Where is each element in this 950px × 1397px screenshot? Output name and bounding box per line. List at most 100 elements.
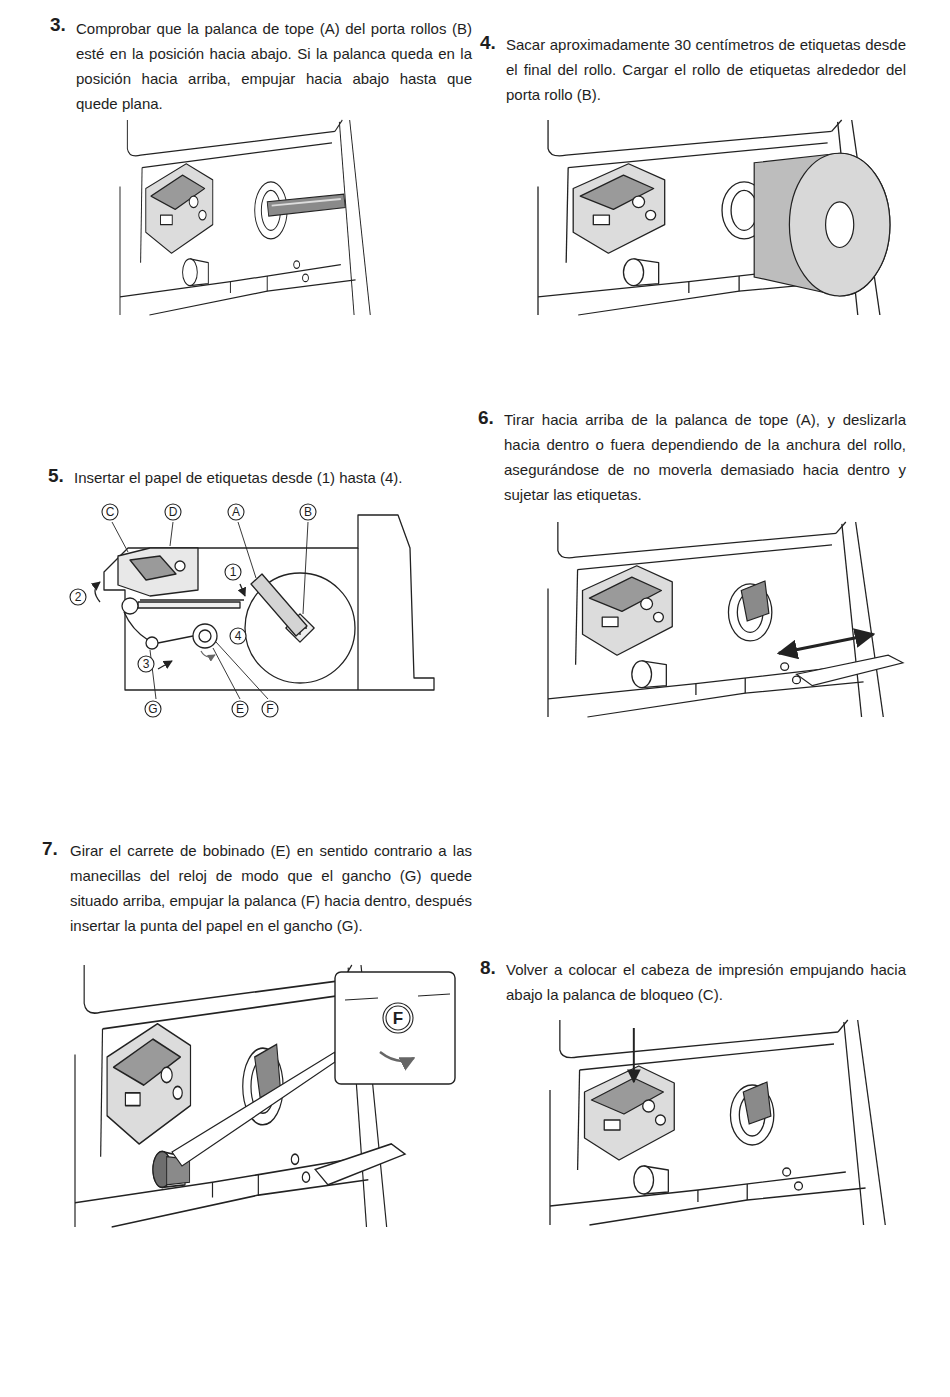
callout-circle: F xyxy=(261,700,279,718)
callout-circle: 1 xyxy=(224,563,242,581)
side-view-diagram-part xyxy=(357,548,358,690)
side-view-diagram-part xyxy=(245,573,355,683)
side-view-diagram xyxy=(95,515,434,699)
callout-circle: D xyxy=(164,503,182,521)
callout-letter: 3 xyxy=(143,658,150,671)
callout-letter: A xyxy=(232,506,240,519)
printer-illustration-part xyxy=(267,194,345,216)
step-number: 8. xyxy=(480,955,506,980)
side-view-diagram-part-part xyxy=(213,648,240,699)
side-view-diagram-part xyxy=(118,548,198,596)
side-view-diagram-part xyxy=(193,624,217,648)
callout-letter: F xyxy=(266,703,273,716)
side-view-diagram-part xyxy=(201,651,215,657)
side-view-diagram-part xyxy=(158,661,172,669)
side-view-diagram-part xyxy=(251,574,307,636)
circle-outline xyxy=(225,564,241,580)
printer-illustration-part xyxy=(550,1020,885,1225)
detail-inset xyxy=(335,972,455,1084)
callout-circle: F xyxy=(382,1002,414,1034)
circle-outline xyxy=(70,589,86,605)
side-view-diagram-part-part xyxy=(303,522,308,614)
step-number: 3. xyxy=(50,12,76,37)
printer-illustration-part xyxy=(272,199,341,206)
circle-outline xyxy=(262,701,278,717)
callout-letter: B xyxy=(304,506,312,519)
printer-illustration-part xyxy=(120,120,370,315)
printer-illustration-part xyxy=(633,1028,635,1082)
rotation-arrow xyxy=(380,1052,414,1061)
side-view-diagram-part xyxy=(146,637,158,649)
printer-illustration-part xyxy=(826,202,854,248)
printer-illustration-part xyxy=(315,1144,405,1185)
printer-illustration-part xyxy=(741,581,769,621)
side-view-diagram-part xyxy=(140,599,244,600)
callout-letter: 2 xyxy=(75,591,82,604)
circle-outline xyxy=(165,504,181,520)
circle-outline xyxy=(383,1003,413,1033)
callout-circle: E xyxy=(231,700,249,718)
callout-letter: G xyxy=(148,703,157,716)
circle-outline xyxy=(228,504,244,520)
callout-circle: B xyxy=(299,503,317,521)
printer-illustration xyxy=(548,522,903,717)
circle-outline xyxy=(145,701,161,717)
circle-outline xyxy=(102,504,118,520)
printer-illustration-part xyxy=(743,1082,771,1124)
callout-circle: 4 xyxy=(229,627,247,645)
step-instruction: Volver a colocar el cabeza de impresión … xyxy=(506,957,906,1007)
callout-letter: 4 xyxy=(235,630,242,643)
printer-illustration-part xyxy=(548,522,883,717)
callout-circle: 3 xyxy=(137,655,155,673)
callout-letter: 1 xyxy=(230,566,237,579)
side-view-diagram-part xyxy=(112,522,308,699)
inset-line xyxy=(345,994,450,1000)
callout-letter: D xyxy=(169,506,178,519)
side-view-diagram-part xyxy=(175,561,185,571)
label-paper-strip xyxy=(172,1052,335,1166)
side-view-diagram-part xyxy=(240,584,245,596)
printer-illustration xyxy=(550,1020,885,1225)
side-view-diagram-part xyxy=(158,636,193,643)
callout-circle: C xyxy=(101,503,119,521)
side-view-diagram-part xyxy=(138,602,240,608)
side-view-diagram-part xyxy=(122,598,138,614)
printer-illustration-part xyxy=(779,634,874,653)
step-number: 5. xyxy=(48,463,74,488)
callout-letter: F xyxy=(393,1012,403,1025)
side-view-diagram-part-part xyxy=(216,642,268,699)
side-view-diagram-part xyxy=(95,582,100,602)
printer-illustration xyxy=(538,120,890,315)
step-instruction: Girar el carrete de bobinado (E) en sent… xyxy=(70,838,472,938)
circle-outline xyxy=(138,656,154,672)
step-instruction: Insertar el papel de etiquetas desde (1)… xyxy=(74,465,474,490)
step-instruction: Comprobar que la palanca de tope (A) del… xyxy=(76,16,472,116)
step-number: 4. xyxy=(480,30,506,55)
circle-outline xyxy=(230,628,246,644)
circle-outline xyxy=(232,701,248,717)
step-number: 7. xyxy=(42,836,70,861)
callout-letter: C xyxy=(106,506,115,519)
circle-outline xyxy=(300,504,316,520)
printer-illustration xyxy=(120,120,370,315)
printer-illustration-part xyxy=(797,655,904,685)
circle-outline xyxy=(386,1006,410,1030)
step-number: 6. xyxy=(478,405,504,430)
callout-circle: 2 xyxy=(69,588,87,606)
side-view-diagram-part xyxy=(124,612,148,640)
step-instruction: Sacar aproximadamente 30 centímetros de … xyxy=(506,32,906,107)
side-view-diagram-part xyxy=(104,515,434,690)
callout-letter: E xyxy=(236,703,244,716)
side-view-diagram-part xyxy=(199,630,211,642)
callout-circle: A xyxy=(227,503,245,521)
side-view-diagram-part xyxy=(130,556,176,580)
callout-circle: G xyxy=(144,700,162,718)
printer-illustration-part xyxy=(789,153,890,296)
step-instruction: Tirar hacia arriba de la palanca de tope… xyxy=(504,407,906,507)
side-view-diagram-part-part xyxy=(170,522,173,546)
printer-illustration-part xyxy=(754,153,890,296)
side-view-diagram-part-part xyxy=(112,522,128,552)
